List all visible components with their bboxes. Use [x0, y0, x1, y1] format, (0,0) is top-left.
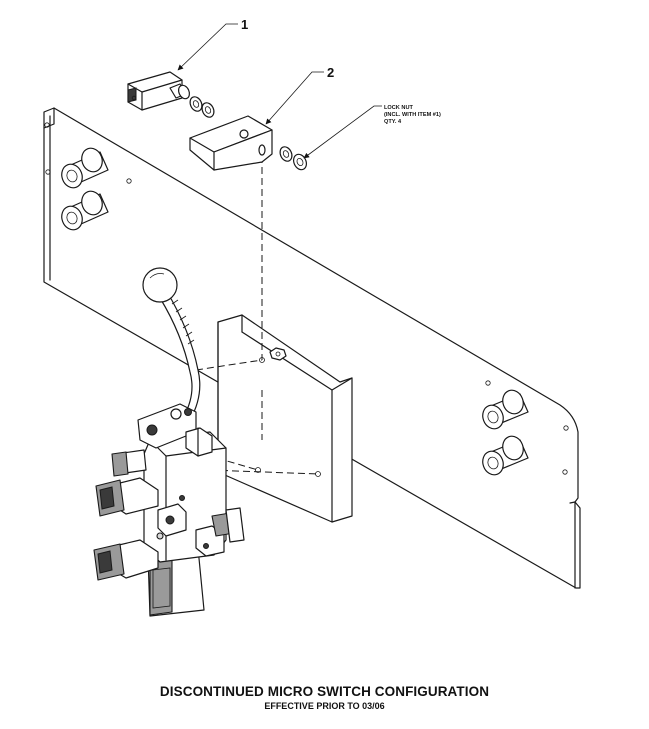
standoff-upper-left-bottom — [61, 190, 109, 231]
switch-washer-1 — [189, 96, 203, 112]
lock-nut — [292, 153, 308, 171]
standoff-right-top — [482, 389, 529, 430]
note-line-2: (INCL. WITH ITEM #1) — [384, 112, 441, 118]
hydraulic-valve-body — [93, 403, 245, 617]
valve-mount-bracket — [217, 314, 353, 523]
bracket-washer — [279, 146, 293, 162]
alignment-hidden-lines — [195, 145, 319, 475]
micro-switch — [127, 71, 191, 111]
note-line-1: LOCK NUT — [384, 105, 413, 111]
callout-leader-2 — [265, 71, 324, 125]
note-leader — [303, 105, 382, 159]
callout-leader-1 — [177, 23, 238, 71]
standoff-upper-left-top — [61, 147, 109, 189]
switch-bracket — [189, 115, 273, 171]
drawing-caption: DISCONTINUED MICRO SWITCH CONFIGURATION … — [0, 684, 649, 712]
standoff-right-bottom — [482, 435, 529, 476]
callout-number-2: 2 — [327, 65, 334, 80]
caption-subtitle: EFFECTIVE PRIOR TO 03/06 — [264, 701, 385, 711]
callout-number-1: 1 — [241, 17, 248, 32]
mounting-plate — [43, 107, 581, 589]
caption-title: DISCONTINUED MICRO SWITCH CONFIGURATION — [159, 684, 490, 699]
note-line-3: QTY. 4 — [384, 119, 402, 125]
switch-nut-1 — [201, 102, 215, 118]
